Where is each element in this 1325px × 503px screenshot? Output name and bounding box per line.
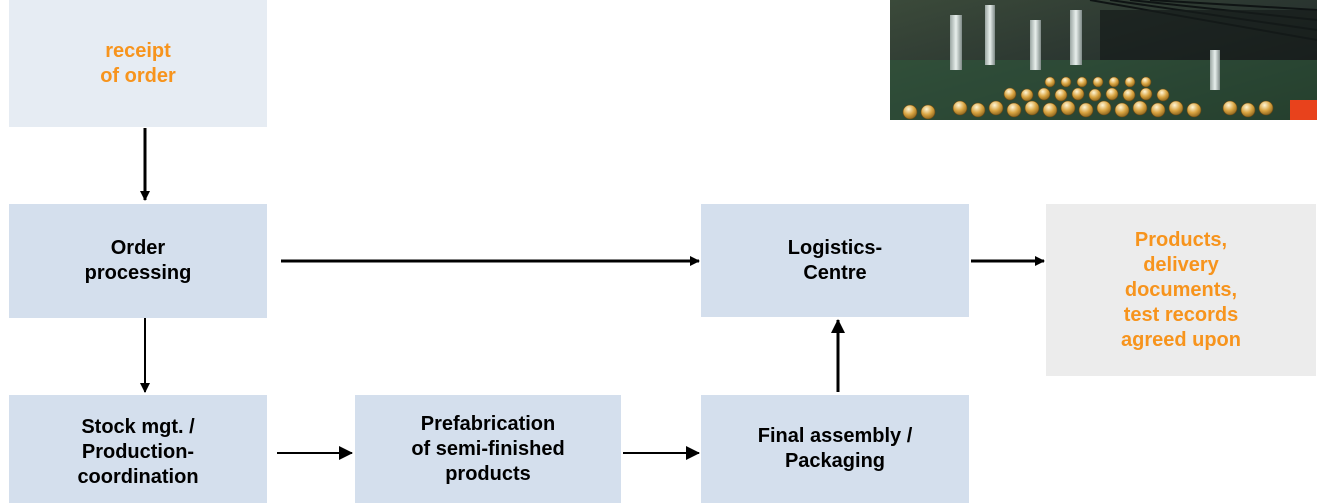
logistics-centre-node: Logistics- Centre (701, 204, 969, 317)
final-assembly-node: Final assembly / Packaging (701, 395, 969, 503)
order-processing-node: Order processing (9, 204, 267, 318)
stock-management-node: Stock mgt. / Production- coordination (9, 395, 267, 503)
products-documents-node: Products, delivery documents, test recor… (1046, 204, 1316, 376)
receipt-of-order-node: receipt of order (9, 0, 267, 127)
prefabrication-node: Prefabrication of semi-finished products (355, 395, 621, 503)
circuit-board-photo (890, 0, 1317, 120)
